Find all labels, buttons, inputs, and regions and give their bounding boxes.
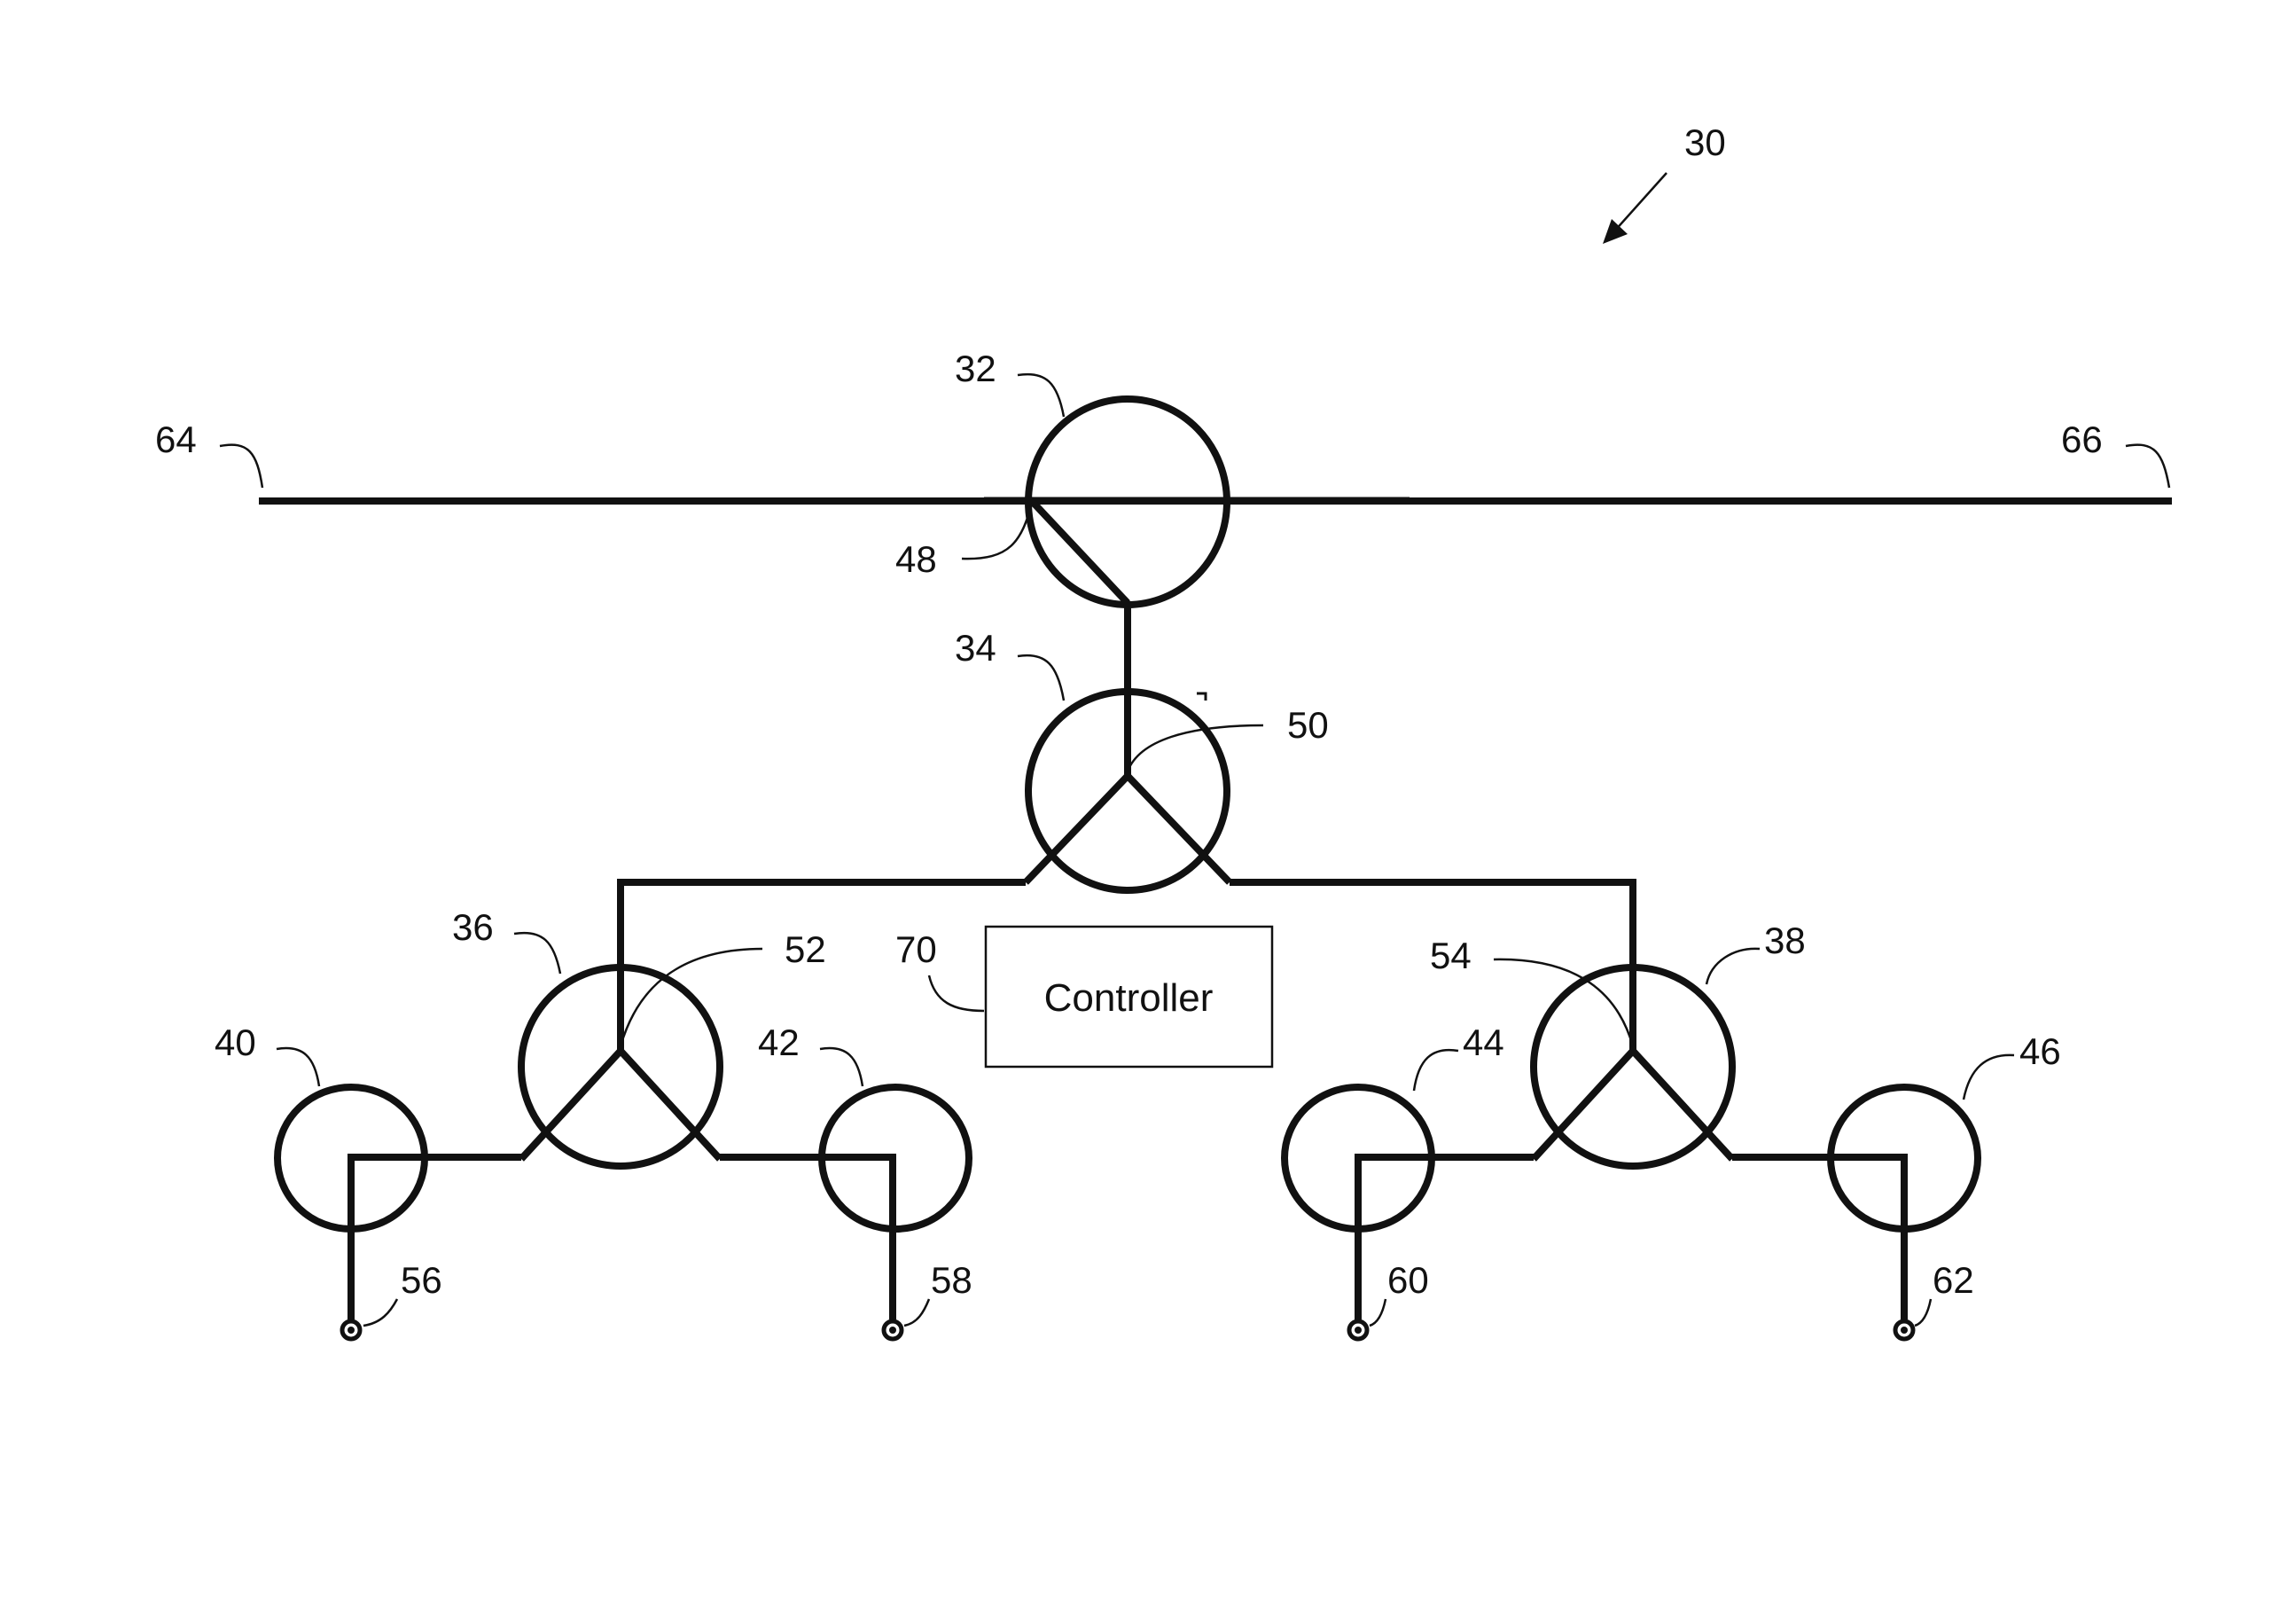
outlet-60-ref: 60 <box>1387 1259 1429 1301</box>
valve-38-ref: 38 <box>1764 920 1806 961</box>
node-50-leader <box>1126 724 1264 772</box>
outlet-56-ref: 56 <box>401 1259 442 1301</box>
link-38-46 <box>1729 1154 1908 1319</box>
node-52-ref: 52 <box>785 928 826 970</box>
valve-42: 42 <box>758 1022 972 1233</box>
outlet-58-ref: 58 <box>931 1259 972 1301</box>
valve-36-leader <box>513 931 562 975</box>
outlet-56: 56 <box>340 1259 442 1342</box>
valve-44-leader <box>1412 1048 1459 1092</box>
valve-34: 34 50 <box>955 627 1329 894</box>
outlet-56-leader <box>363 1298 399 1327</box>
valve-44: 44 <box>1281 1022 1504 1233</box>
valve-38-internal-path <box>1531 1045 1735 1162</box>
outlet-62-port <box>1893 1319 1916 1342</box>
node-52-leader <box>619 947 763 1047</box>
figure-ref-arrowhead <box>1603 219 1628 244</box>
controller-box <box>984 925 1274 1069</box>
outlet-58-port-center <box>889 1327 896 1334</box>
node-50-ref: 50 <box>1287 704 1329 746</box>
outlet-60-port <box>1347 1319 1370 1342</box>
outlet-58-leader <box>903 1298 931 1327</box>
controller-label: Controller <box>1044 976 1214 1020</box>
outlet-60-leader <box>1369 1298 1387 1327</box>
bus-right-leader <box>2125 443 2171 489</box>
bus-left-leader <box>219 443 264 489</box>
valve-32-leader <box>1017 372 1066 418</box>
outlet-62-leader <box>1914 1298 1933 1327</box>
valve-40-ref: 40 <box>215 1022 256 1063</box>
valve-42-circle <box>818 1084 972 1233</box>
node-48-ref: 48 <box>895 538 937 580</box>
valve-40: 40 <box>215 1022 428 1233</box>
valve-32-internal-path <box>1027 497 1130 606</box>
outlet-60-port-center <box>1355 1327 1362 1334</box>
outlet-58-port <box>881 1319 904 1342</box>
valve-38-circle <box>1530 964 1736 1170</box>
node-54-leader <box>1493 958 1635 1047</box>
valve-46-ref: 46 <box>2019 1030 2061 1072</box>
outlet-62: 62 <box>1893 1259 1974 1342</box>
valve-46-leader <box>1962 1053 2015 1100</box>
controller-leader <box>927 975 985 1013</box>
valve-36-internal-path <box>519 1045 722 1162</box>
valve-38-leader <box>1705 947 1761 985</box>
valve-36-circle <box>518 964 723 1170</box>
valve-46-circle <box>1827 1084 1981 1233</box>
valve-34-internal-path <box>1023 771 1232 885</box>
figure-ref-30: 30 <box>1603 121 1726 244</box>
node-54-ref: 54 <box>1430 935 1472 976</box>
valve-34-leader <box>1017 654 1066 701</box>
valve-38: 38 54 <box>1430 920 1806 1170</box>
bus-right-ref: 66 <box>2061 419 2103 460</box>
valve-44-circle <box>1281 1084 1435 1233</box>
outlet-62-ref: 62 <box>1933 1259 1974 1301</box>
link-36-42 <box>716 1154 896 1319</box>
link-34-36 <box>617 879 1026 1051</box>
valve-36-ref: 36 <box>452 906 494 948</box>
outlet-60: 60 <box>1347 1259 1429 1342</box>
bus-left-ref: 64 <box>155 419 197 460</box>
figure-ref-arrow-shaft <box>1613 172 1667 233</box>
valve-32: 32 48 <box>895 348 1230 608</box>
controller-ref: 70 <box>895 928 937 970</box>
outlet-58: 58 <box>881 1259 972 1342</box>
link-36-40 <box>348 1154 525 1319</box>
link-38-44 <box>1355 1154 1537 1319</box>
valve-32-ref: 32 <box>955 348 996 389</box>
valve-42-ref: 42 <box>758 1022 800 1063</box>
controller: Controller 70 <box>895 925 1274 1069</box>
valve-34-tick-mark <box>1197 692 1207 701</box>
figure-ref-label: 30 <box>1684 121 1726 163</box>
valve-36: 36 52 <box>452 906 826 1170</box>
valve-40-circle <box>274 1084 428 1233</box>
outlet-62-port-center <box>1901 1327 1908 1334</box>
valve-44-ref: 44 <box>1463 1022 1504 1063</box>
valve-40-leader <box>276 1046 321 1087</box>
valve-34-ref: 34 <box>955 627 996 669</box>
valve-42-leader <box>819 1046 864 1087</box>
valve-46: 46 <box>1827 1030 2061 1233</box>
link-34-38 <box>1230 879 1636 1051</box>
valve-34-circle <box>1025 688 1230 894</box>
outlet-56-port-center <box>348 1327 355 1334</box>
node-48-leader <box>961 503 1034 560</box>
outlet-56-port <box>340 1319 363 1342</box>
